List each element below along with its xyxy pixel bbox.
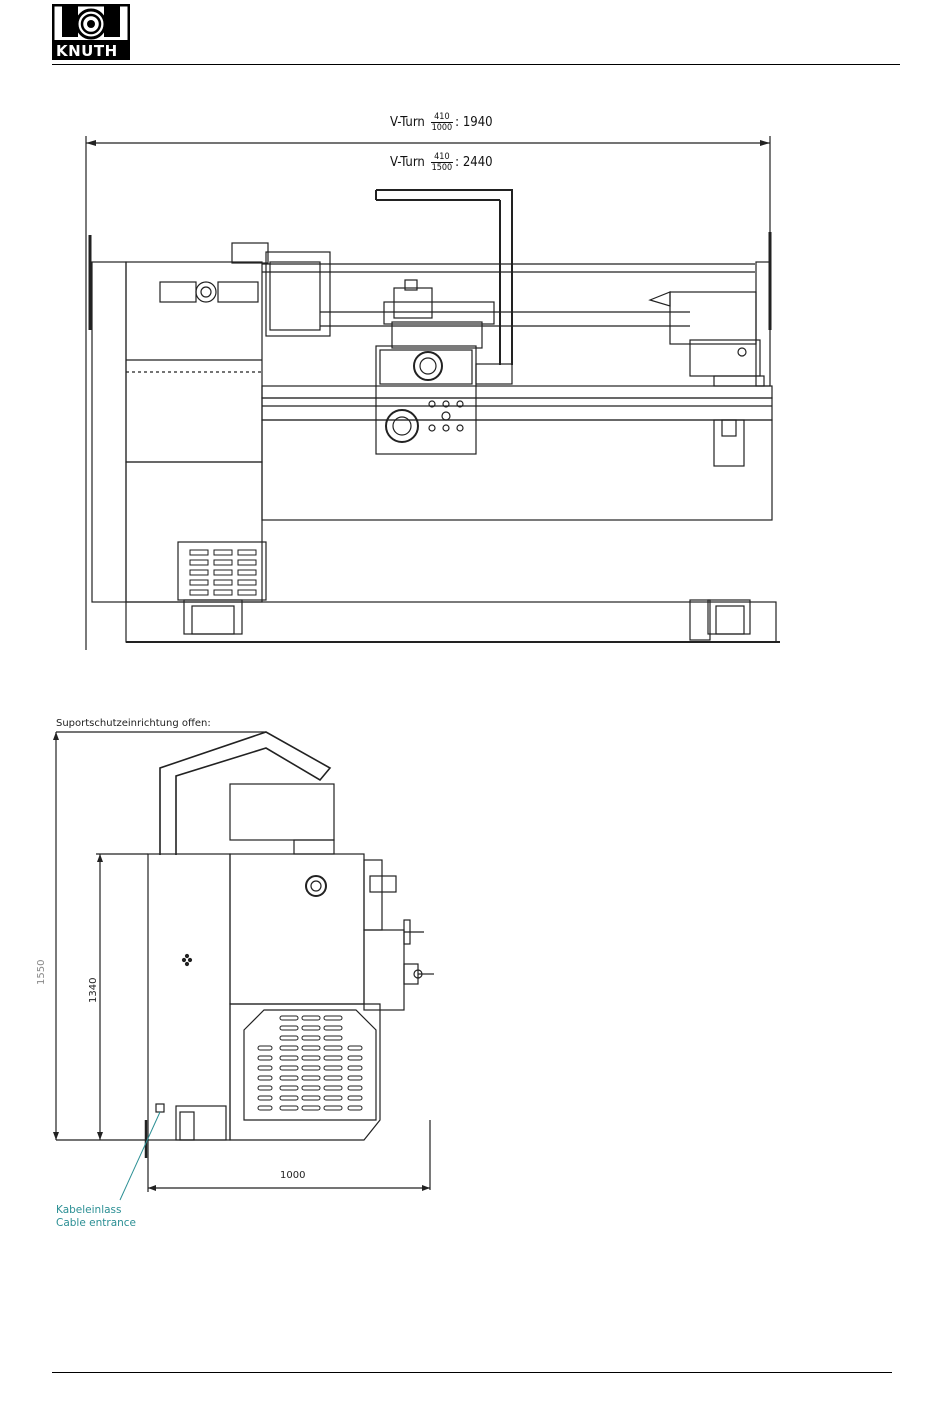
footer-rule bbox=[52, 1372, 892, 1373]
front-view-drawing bbox=[0, 0, 950, 700]
side-view-drawing bbox=[0, 700, 950, 1260]
